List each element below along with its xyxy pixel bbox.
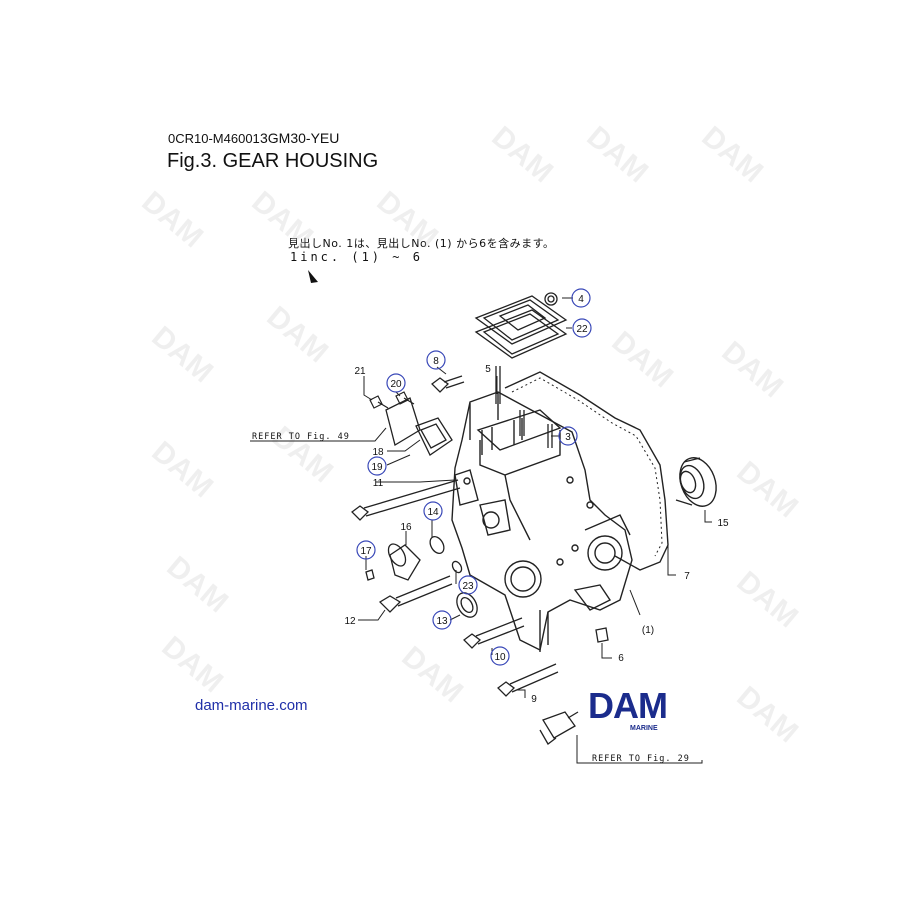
callout-19: 19 [371,462,383,473]
watermark: DAM [136,185,210,254]
watermark: DAM [731,565,805,634]
watermark: DAM [371,185,445,254]
figure-title: Fig.3. GEAR HOUSING [167,150,379,172]
watermark: DAM [716,335,790,404]
gear-housing-body [451,391,633,652]
logo-subtitle: MARINE [630,725,658,732]
callout-10: 10 [494,652,506,663]
callout-8: 8 [433,356,439,367]
dam-logo: DAM MARINE [588,688,703,738]
small-bolts [369,391,415,409]
watermark: DAM [731,680,805,749]
watermark: DAM [146,435,220,504]
document-code: 0CR10-M46001 [168,131,260,146]
watermark: DAM [246,185,320,254]
callout-7: 7 [684,571,690,582]
callout-4: 4 [578,294,584,305]
callout-17: 17 [360,546,372,557]
drain-plug [595,627,609,643]
leader-lines [250,297,712,764]
callout-5: 5 [485,364,491,375]
callout-23: 23 [462,581,474,592]
note-arrow-icon [308,270,318,283]
callout-14: 14 [427,507,439,518]
bolt-8 [431,375,465,393]
model-name: 3GM30-YEU [260,130,340,146]
watermark: DAM [731,455,805,524]
callout-20: 20 [390,379,402,390]
bolt-12 [378,575,453,613]
watermark: DAM [261,300,335,369]
japanese-note: 見出しNo. 1は、見出しNo. (1) から6を含みます。 [288,237,555,250]
watermark: DAM [696,120,770,189]
side-cover-plate [385,397,453,456]
website-link[interactable]: dam-marine.com [195,697,308,714]
watermark: DAM [146,320,220,389]
stud-bolts [495,366,553,448]
top-cover-gaskets [474,292,568,359]
watermark: DAM [266,420,340,489]
callout-labels: 4 22 8 5 21 20 3 18 19 11 15 16 14 17 7 … [344,288,729,705]
ball-bearing [675,457,717,507]
callout-21: 21 [354,366,366,377]
logo-wordmark: DAM [588,685,668,726]
callout-22: 22 [576,324,588,335]
bolt-9 [497,663,559,697]
callout-11: 11 [373,478,384,489]
callout-9: 9 [531,694,537,705]
callout-15: 15 [717,518,729,529]
callout-18: 18 [372,447,384,458]
breather-cap [365,543,421,581]
watermark: DAM [396,640,470,709]
callout-3: 3 [565,432,571,443]
callout-12: 12 [344,616,356,627]
callout-1: (1) [642,625,654,636]
housing-gasket [504,371,669,571]
refer-fig49-label: REFER TO Fig. 49 [252,432,350,442]
oil-sensor [539,711,579,745]
refer-fig29-label: REFER TO Fig. 29 [592,754,690,764]
watermark: DAM [156,630,230,699]
watermark: DAM [581,120,655,189]
callout-16: 16 [400,522,412,533]
watermark: DAM [606,325,680,394]
inclusion-note: 1inc. (1) ~ 6 [290,250,423,264]
watermark: DAM [486,120,560,189]
bolt-10 [463,617,525,649]
bolt-11 [351,479,461,521]
callout-13: 13 [436,616,448,627]
callout-6: 6 [618,653,624,664]
watermark: DAM [161,550,235,619]
